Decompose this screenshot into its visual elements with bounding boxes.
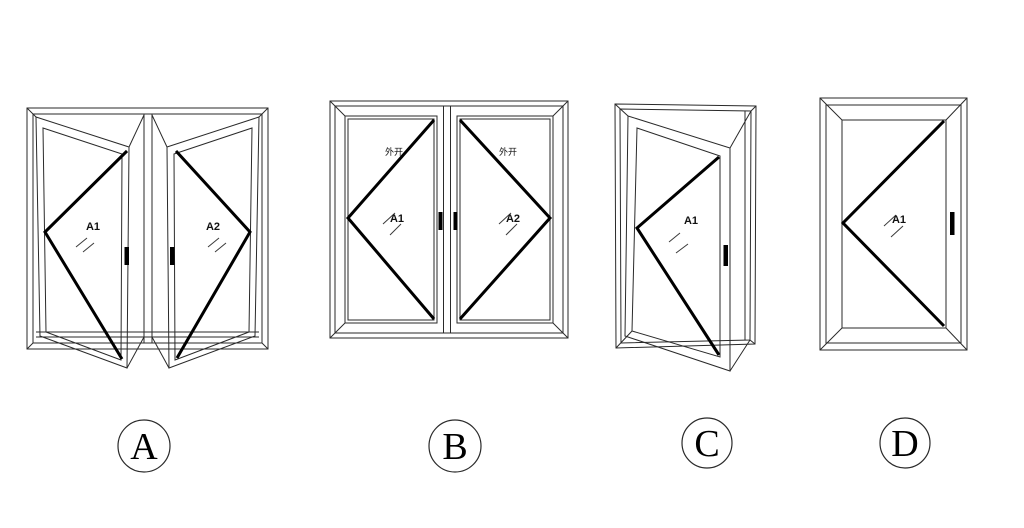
pane-label: A2 [506, 213, 520, 225]
corner-mitre-line [258, 107, 269, 118]
sash-pane-outline [173, 127, 253, 361]
corner-mitre-line [261, 342, 269, 350]
window-frame [26, 107, 269, 350]
corner-mitre-line [749, 339, 756, 345]
corner-mitre-line [750, 105, 757, 112]
opening-direction-symbol [458, 118, 553, 320]
right-sash: 外开 A2 [453, 115, 554, 324]
corner-mitre-line [945, 327, 968, 351]
sash-pane-outline [631, 127, 721, 358]
glass-hatch-mark [675, 243, 689, 254]
sash-outline [166, 116, 260, 369]
window-frame [329, 100, 569, 339]
opens-outward-note: 外开 [385, 146, 403, 157]
pane-label: A2 [206, 221, 220, 233]
option-b[interactable]: B [428, 419, 482, 473]
swing-projection-line [729, 339, 751, 372]
opening-direction-symbol [840, 119, 946, 328]
pane-label: A1 [684, 215, 698, 227]
option-circle[interactable] [428, 419, 482, 473]
corner-mitre-line [552, 100, 569, 117]
corner-mitre-line [819, 97, 843, 121]
glass-hatch-mark [214, 242, 227, 253]
glass-hatch-mark [668, 232, 681, 243]
opens-outward-note: 外开 [499, 146, 517, 157]
figure-a: A1 A2 [26, 107, 269, 369]
glass-hatch-mark [382, 212, 396, 225]
glass-hatch-mark [498, 212, 512, 225]
swing-projection-line [151, 114, 168, 148]
corner-mitre-line [26, 342, 34, 350]
handle-mark [170, 247, 175, 265]
corner-mitre-line [614, 103, 629, 117]
sash-outline [344, 115, 438, 324]
glass-hatch-mark [207, 237, 220, 248]
option-circle[interactable] [879, 417, 931, 469]
glass-hatch-mark [82, 242, 95, 253]
swing-projection-line [729, 110, 752, 149]
glass-hatch-mark [505, 223, 518, 236]
handle-mark [453, 212, 458, 230]
option-letter: B [442, 426, 467, 468]
handle-mark [124, 247, 129, 265]
option-a[interactable]: A [117, 419, 171, 473]
pane-label: A1 [86, 221, 100, 233]
frame-inner-rect [334, 105, 564, 334]
option-circle[interactable] [117, 419, 171, 473]
glass-hatch-mark [890, 225, 904, 238]
opening-direction-symbol [174, 149, 252, 359]
swing-projection-line [126, 336, 145, 369]
corner-mitre-line [329, 100, 346, 117]
option-d[interactable]: D [879, 417, 931, 469]
opening-direction-symbol [43, 149, 129, 360]
opening-direction-symbol [635, 155, 721, 356]
frame-outer-rect [819, 97, 968, 351]
sash-pane-outline [42, 127, 123, 361]
figure-b: 外开 A1 外开 A2 [329, 100, 569, 339]
frame-outer-rect [26, 107, 269, 350]
corner-mitre-line [552, 322, 569, 339]
option-letter: C [694, 423, 719, 465]
option-letter: A [130, 426, 158, 468]
frame-outer-rect [329, 100, 569, 339]
swing-projection-line [151, 336, 170, 369]
corner-mitre-line [615, 330, 633, 349]
corner-mitre-line [819, 327, 843, 351]
glass-hatch-mark [389, 223, 402, 236]
option-letter: D [891, 423, 918, 465]
right-sash-open: A2 [151, 114, 260, 369]
handle-mark [723, 245, 728, 266]
figure-d: A1 [819, 97, 968, 351]
swing-projection-line [128, 114, 145, 148]
option-c[interactable]: C [681, 417, 733, 469]
pane-label: A1 [892, 214, 906, 226]
frame-inner-rect [32, 113, 263, 344]
figure-c: A1 [614, 103, 757, 372]
sash-open: A1 [624, 110, 752, 372]
left-sash: 外开 A1 [344, 115, 443, 324]
left-sash-open: A1 [35, 114, 145, 369]
pane-label: A1 [390, 213, 404, 225]
glass-hatch-mark [75, 237, 88, 248]
corner-mitre-line [945, 97, 968, 121]
handle-mark [950, 212, 955, 235]
frame-inner-rect [825, 104, 962, 344]
opening-direction-symbol [346, 119, 436, 320]
corner-mitre-line [26, 107, 37, 118]
handle-mark [438, 212, 443, 230]
glass-hatch-mark [883, 214, 897, 227]
option-circle[interactable] [681, 417, 733, 469]
sash: A1 [840, 119, 955, 328]
corner-mitre-line [329, 322, 346, 339]
